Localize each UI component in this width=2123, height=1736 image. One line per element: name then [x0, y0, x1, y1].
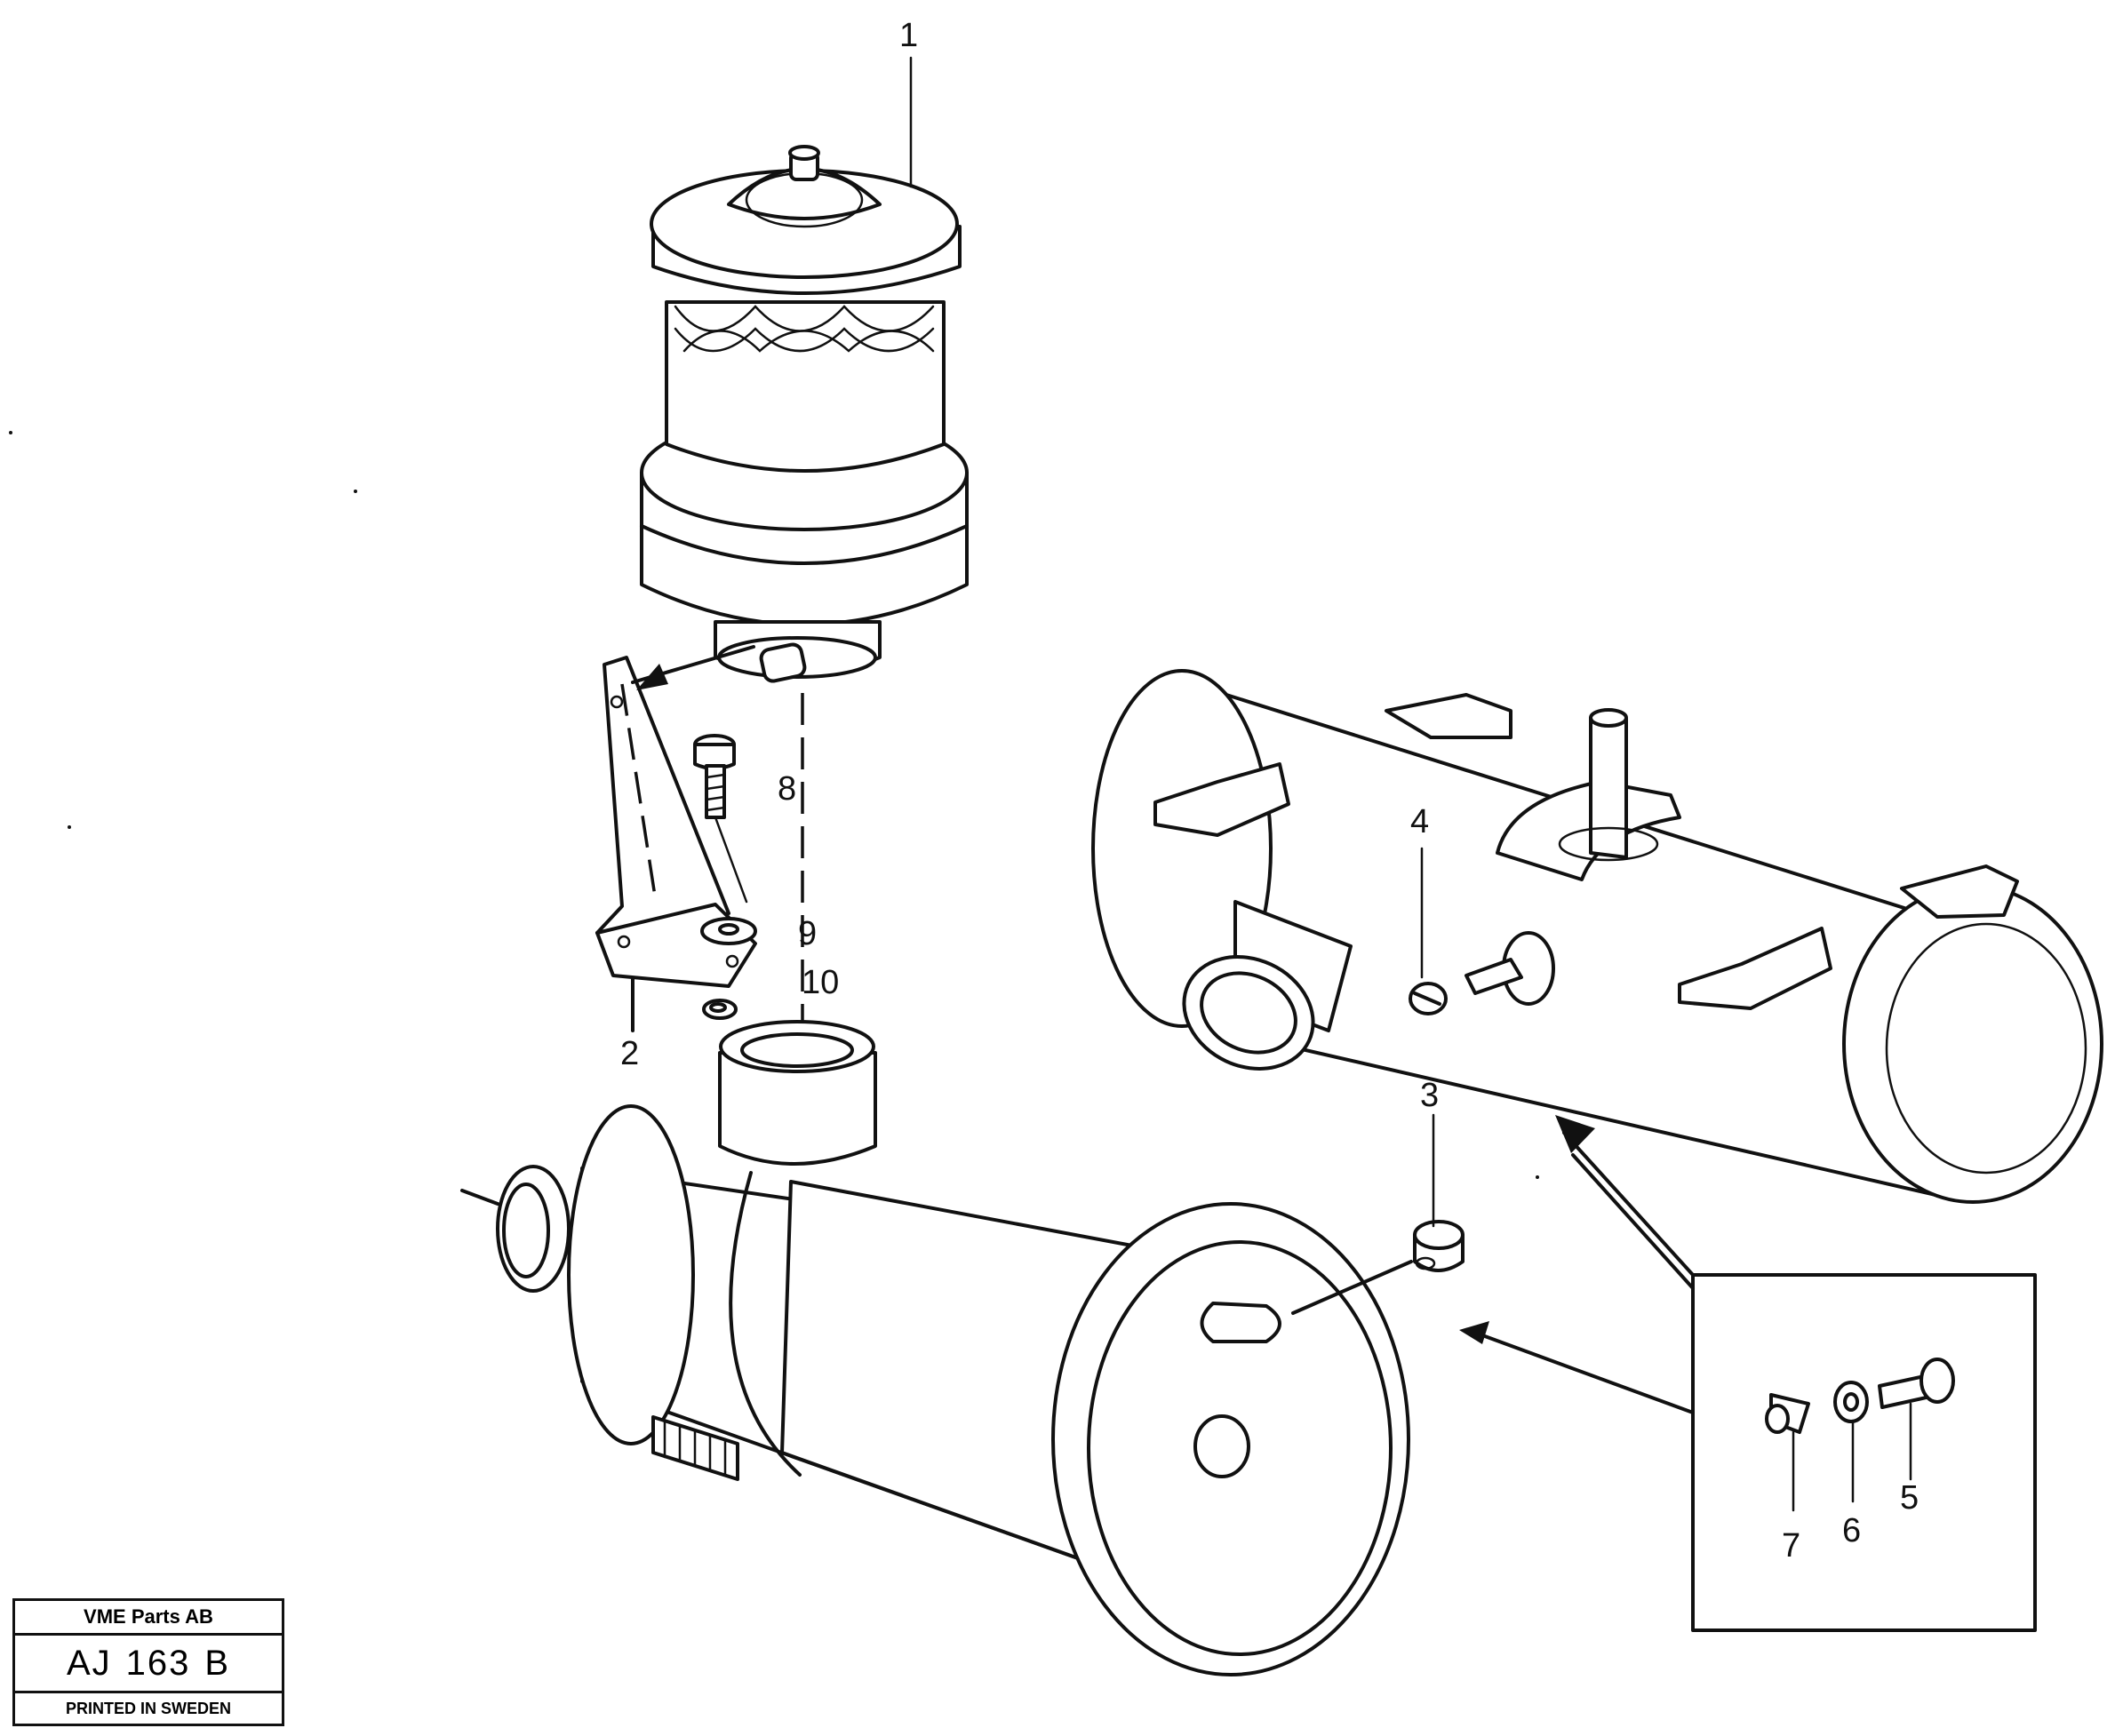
callout-1: 1	[899, 17, 918, 54]
title-block-company: VME Parts AB	[15, 1601, 282, 1636]
callout-7: 7	[1782, 1527, 1800, 1565]
title-block: VME Parts AB AJ 163 B PRINTED IN SWEDEN	[12, 1598, 284, 1726]
title-block-revision: B	[204, 1643, 231, 1683]
title-block-code: AJ	[66, 1643, 112, 1683]
leader-lines	[909, 56, 1435, 1228]
callout-9: 9	[798, 915, 817, 952]
mounting-bracket	[595, 645, 757, 1032]
callout-10: 10	[802, 964, 839, 1001]
horizontal-tank	[1091, 669, 2103, 1204]
bolt-and-washers	[693, 693, 804, 1048]
callout-6: 6	[1842, 1512, 1861, 1549]
title-block-number: 163	[125, 1643, 191, 1683]
callout-3: 3	[1420, 1077, 1439, 1114]
scan-specks	[9, 431, 1539, 1179]
air-precleaner-cap	[640, 145, 969, 683]
dust-cap	[1413, 1220, 1465, 1272]
callout-2: 2	[620, 1035, 639, 1072]
title-block-footer: PRINTED IN SWEDEN	[65, 1699, 231, 1717]
callout-8: 8	[778, 770, 796, 808]
callout-4: 4	[1410, 803, 1429, 840]
callout-5: 5	[1900, 1479, 1919, 1517]
title-block-code-row: AJ 163 B	[15, 1636, 282, 1693]
air-filter-housing	[460, 1020, 1413, 1676]
detail-inset	[1459, 1115, 2037, 1632]
